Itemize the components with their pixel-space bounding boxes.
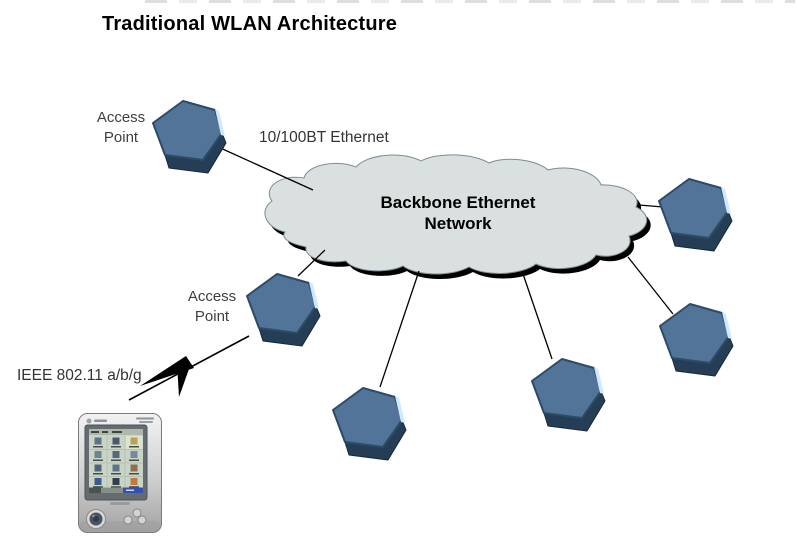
pda-logo-mark	[86, 418, 92, 424]
connector-ap1-cloud	[215, 145, 314, 191]
connector-cloud-node-bottom1	[379, 270, 420, 388]
access-point-1-label-line1: Access	[96, 109, 146, 126]
access-point-1-label-line2: Point	[103, 129, 139, 146]
connector-cloud-node-right2	[627, 256, 674, 315]
cloud-shape	[264, 154, 648, 275]
scan-edge-artifact	[145, 0, 795, 3]
access-point-1-label: Access Point	[88, 108, 154, 148]
network-node-right2-hexagon-icon	[659, 303, 734, 377]
wireless-standard-label: IEEE 802.11 a/b/g	[17, 367, 142, 384]
backbone-cloud-label: Backbone Ethernet Network	[356, 192, 560, 234]
lightning-bolt-icon	[140, 356, 194, 397]
pda-buttons	[123, 508, 147, 525]
connector-cloud-node-right1	[638, 204, 664, 208]
wired-ethernet-label: 10/100BT Ethernet	[259, 129, 389, 146]
pda-brand-mark	[110, 502, 130, 505]
pda-app-icons	[93, 437, 139, 488]
access-point-1-hexagon-icon	[152, 100, 227, 174]
network-node-bottom2-hexagon-icon	[531, 358, 606, 432]
access-point-2-hexagon-icon	[246, 273, 321, 347]
access-point-2-label-line1: Access	[187, 288, 237, 305]
cloud-label-line1: Backbone Ethernet	[380, 193, 536, 212]
connector-cloud-node-bottom2	[521, 270, 553, 360]
network-node-right1-hexagon-icon	[658, 178, 733, 252]
pda-taskbar	[89, 487, 143, 493]
pda-device-icon	[78, 413, 162, 533]
cloud-label-line2: Network	[424, 214, 492, 233]
access-point-2-label: Access Point	[179, 287, 245, 327]
network-node-bottom1-hexagon-icon	[332, 387, 407, 461]
access-point-2-label-line2: Point	[194, 308, 230, 325]
connector-cloud-ap2	[297, 249, 326, 277]
backbone-cloud	[264, 154, 651, 280]
wireless-link	[128, 335, 250, 401]
diagram-title: Traditional WLAN Architecture	[102, 13, 398, 35]
